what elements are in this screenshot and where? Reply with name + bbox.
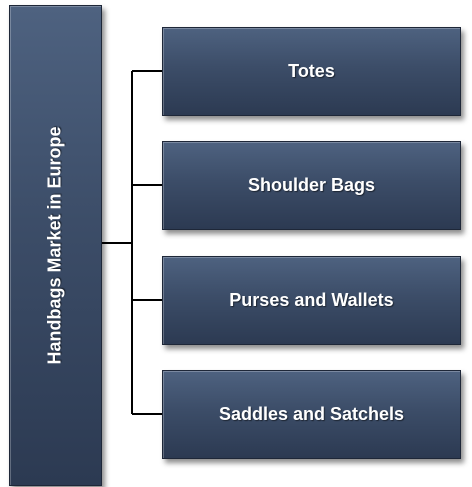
child-node-label: Saddles and Satchels (218, 404, 405, 424)
child-node-purses-and-wallets: Purses and Wallets (162, 256, 461, 345)
root-node: Handbags Market in Europe (9, 5, 102, 486)
child-node-label: Purses and Wallets (229, 290, 394, 310)
child-node-shoulder-bags: Shoulder Bags (162, 141, 461, 230)
child-node-saddles-and-satchels: Saddles and Satchels (162, 370, 461, 459)
child-node-label: Shoulder Bags (247, 175, 376, 195)
child-node-totes: Totes (162, 27, 461, 116)
root-node-label: Handbags Market in Europe (45, 126, 66, 365)
child-node-label: Totes (288, 61, 335, 81)
